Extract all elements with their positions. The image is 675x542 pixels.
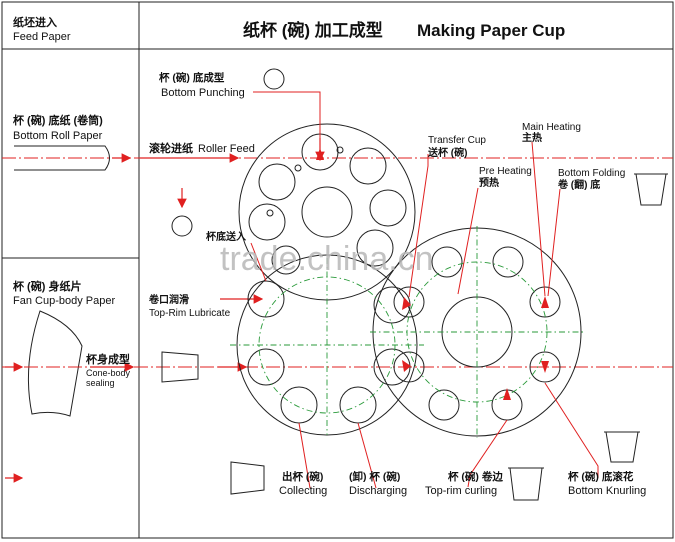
feed-paper-en: Feed Paper [13,31,71,43]
bottom-punching-en: Bottom Punching [161,87,245,99]
toprim-curl-en: Top-rim curling [425,485,497,497]
title-en: Making Paper Cup [417,21,565,40]
bottom-roll-cn: 杯 (碗) 底纸 (卷筒) [13,113,103,127]
heat-turret-guides [370,226,585,438]
cone-en-1: Cone-body [86,368,131,378]
toprim-lub-en: Top-Rim Lubricate [149,308,231,319]
mainheat-cn: 主热 [522,131,542,144]
collected-cup [230,461,265,495]
bottom-roll-paper-shape [14,145,110,171]
discharge-en: Discharging [349,485,407,497]
toprim-lub-cn: 卷口润滑 [148,293,189,306]
cone-en-2: sealing [86,378,115,388]
knurl-en: Bottom Knurling [568,485,646,497]
fan-paper-shape [27,310,83,417]
discharge-cn: (卸) 杯 (碗) [349,470,400,483]
bottom-roll-en: Bottom Roll Paper [13,130,103,142]
bottom-in-cn: 杯底送入 [206,230,246,243]
title-cn: 纸杯 (碗) 加工成型 [243,20,383,40]
feed-paper-cn: 纸坯进入 [13,15,57,29]
roller-feed-cn: 滚轮进纸 [149,141,193,155]
preheat-cn: 预热 [479,176,499,189]
curling-cup [508,467,544,501]
mainheat-en: Main Heating [522,122,581,133]
roller-feed-en: Roller Feed [198,143,255,155]
cone-body-cup [161,351,199,383]
bottomfold-en: Bottom Folding [558,168,625,179]
folding-cup [634,173,668,206]
flow-lines [2,95,673,368]
fan-body-cn: 杯 (碗) 身纸片 [13,279,81,293]
bottom-punch-disc [263,68,285,90]
fan-body-en: Fan Cup-body Paper [13,295,115,307]
bottom-disc-feed [171,215,193,237]
station-markers [316,148,549,400]
collect-en: Collecting [279,485,327,497]
knurling-cup [604,431,640,463]
cone-cn: 杯身成型 [86,352,130,366]
collect-cn: 出杯 (碗) [282,470,323,483]
toprim-curl-cn: 杯 (碗) 卷边 [448,470,503,483]
leader-lines [250,91,599,489]
transfer-en: Transfer Cup [428,135,486,146]
knurl-cn: 杯 (碗) 底滚花 [568,470,634,483]
bottom-punching-cn: 杯 (碗) 底成型 [159,71,225,84]
bottomfold-cn: 卷 (翻) 底 [557,178,600,191]
watermark: trade.china.cn [220,240,434,278]
body-turret-guides [230,258,424,435]
preheat-en: Pre Heating [479,166,532,177]
transfer-cn: 送杯 (碗) [427,146,467,159]
